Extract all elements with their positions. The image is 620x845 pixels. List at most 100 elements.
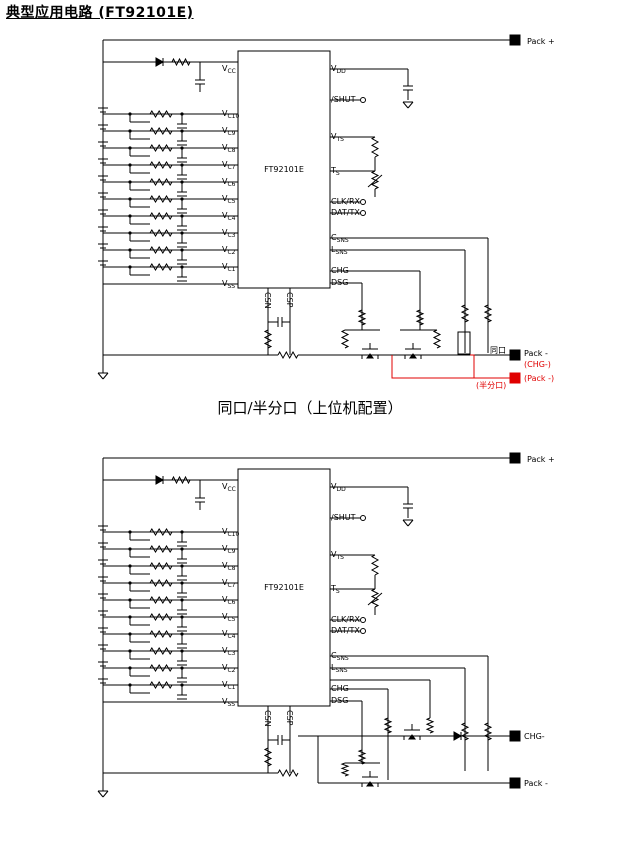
chg-mosfet bbox=[403, 724, 421, 740]
junction-dot bbox=[180, 197, 184, 201]
chip-name: FT92101E bbox=[264, 583, 304, 592]
resistor bbox=[149, 246, 173, 254]
junction-dot bbox=[180, 632, 184, 636]
clk-pin-circle bbox=[360, 617, 366, 623]
page-heading: 典型应用电路 (FT92101E) bbox=[6, 5, 194, 21]
junction-dot bbox=[128, 564, 132, 568]
ground-symbol bbox=[97, 790, 104, 798]
resistor bbox=[149, 161, 173, 169]
junction-dot bbox=[128, 180, 132, 184]
resistor bbox=[483, 304, 493, 323]
pack-minus-terminal bbox=[509, 349, 521, 361]
junction-dot bbox=[180, 265, 184, 269]
resistor bbox=[425, 717, 435, 734]
shut-pin-circle bbox=[360, 97, 366, 103]
ground-symbol bbox=[402, 101, 409, 109]
chg-minus-terminal bbox=[509, 730, 521, 742]
resistor bbox=[171, 57, 191, 67]
junction-dot bbox=[128, 265, 132, 269]
sense-resistor-box bbox=[457, 331, 471, 355]
resistor bbox=[432, 329, 442, 349]
clk-pin-circle bbox=[360, 199, 366, 205]
half-split-wire bbox=[470, 354, 475, 378]
resistor bbox=[149, 596, 173, 604]
resistor bbox=[460, 722, 470, 741]
junction-dot bbox=[128, 581, 132, 585]
half-split-label: (半分口) bbox=[476, 380, 506, 390]
mosfet-body-diode bbox=[408, 734, 416, 740]
junction-dot bbox=[180, 163, 184, 167]
mosfet-body-diode bbox=[366, 353, 374, 359]
diode bbox=[155, 475, 165, 485]
chg-minus-note: (CHG-) bbox=[524, 360, 551, 369]
mosfet-body-diode bbox=[366, 781, 374, 787]
junction-dot bbox=[180, 129, 184, 133]
resistor bbox=[149, 178, 173, 186]
resistor bbox=[149, 579, 173, 587]
junction-dot bbox=[180, 231, 184, 235]
resistor bbox=[149, 681, 173, 689]
junction-dot bbox=[128, 547, 132, 551]
resistor bbox=[370, 588, 380, 608]
resistor bbox=[370, 136, 380, 158]
junction-dot bbox=[128, 112, 132, 116]
junction-dot bbox=[180, 615, 184, 619]
junction-dot bbox=[128, 231, 132, 235]
pack-minus-terminal bbox=[509, 777, 521, 789]
resistor bbox=[263, 329, 273, 349]
junction-dot bbox=[128, 163, 132, 167]
resistor bbox=[357, 749, 367, 765]
resistor bbox=[263, 747, 273, 767]
pin-label-vcc: VCC bbox=[222, 482, 236, 493]
thermistor-arrow bbox=[367, 592, 383, 606]
resistor bbox=[370, 554, 380, 576]
junction-dot bbox=[180, 598, 184, 602]
junction-dot bbox=[128, 129, 132, 133]
pack-plus-label: Pack + bbox=[527, 37, 555, 46]
junction-dot bbox=[128, 632, 132, 636]
diode bbox=[155, 57, 165, 67]
junction-dot bbox=[180, 146, 184, 150]
diode bbox=[453, 731, 463, 741]
junction-dot bbox=[128, 530, 132, 534]
resistor bbox=[149, 545, 173, 553]
half-split-wire bbox=[391, 355, 512, 379]
pin-label-vcc: VCC bbox=[222, 64, 236, 75]
pack-plus-terminal bbox=[509, 34, 521, 46]
resistor bbox=[149, 562, 173, 570]
pack-minus-label: Pack - bbox=[524, 349, 548, 358]
dat-pin-circle bbox=[360, 628, 366, 634]
junction-dot bbox=[180, 112, 184, 116]
resistor bbox=[340, 762, 350, 777]
ground-symbol bbox=[102, 372, 109, 380]
junction-dot bbox=[128, 214, 132, 218]
circuit-same-port: FT92101EVCCVC10VC9VC8VC7VC6VC5VC4VC3VC2V… bbox=[97, 34, 555, 390]
resistor bbox=[483, 722, 493, 741]
pack-minus-label: Pack - bbox=[524, 779, 548, 788]
thermistor-arrow bbox=[367, 174, 383, 188]
resistor bbox=[149, 229, 173, 237]
junction-dot bbox=[128, 649, 132, 653]
resistor bbox=[149, 630, 173, 638]
junction-dot bbox=[128, 146, 132, 150]
junction-dot bbox=[180, 214, 184, 218]
resistor bbox=[171, 475, 191, 485]
resistor bbox=[149, 144, 173, 152]
junction-dot bbox=[180, 248, 184, 252]
chg-minus-label: CHG- bbox=[524, 732, 545, 741]
ground-symbol bbox=[97, 372, 104, 380]
resistor bbox=[149, 127, 173, 135]
dsg-mosfet bbox=[361, 771, 379, 787]
resistor bbox=[357, 309, 367, 326]
chip-body bbox=[237, 50, 331, 289]
ground-symbol bbox=[402, 519, 409, 527]
chg-mosfet bbox=[404, 343, 422, 359]
resistor bbox=[383, 717, 393, 734]
junction-dot bbox=[128, 666, 132, 670]
ground-symbol bbox=[407, 101, 414, 109]
shut-pin-circle bbox=[360, 515, 366, 521]
resistor bbox=[370, 170, 380, 190]
chip-body bbox=[237, 468, 331, 707]
ground-symbol bbox=[407, 519, 414, 527]
